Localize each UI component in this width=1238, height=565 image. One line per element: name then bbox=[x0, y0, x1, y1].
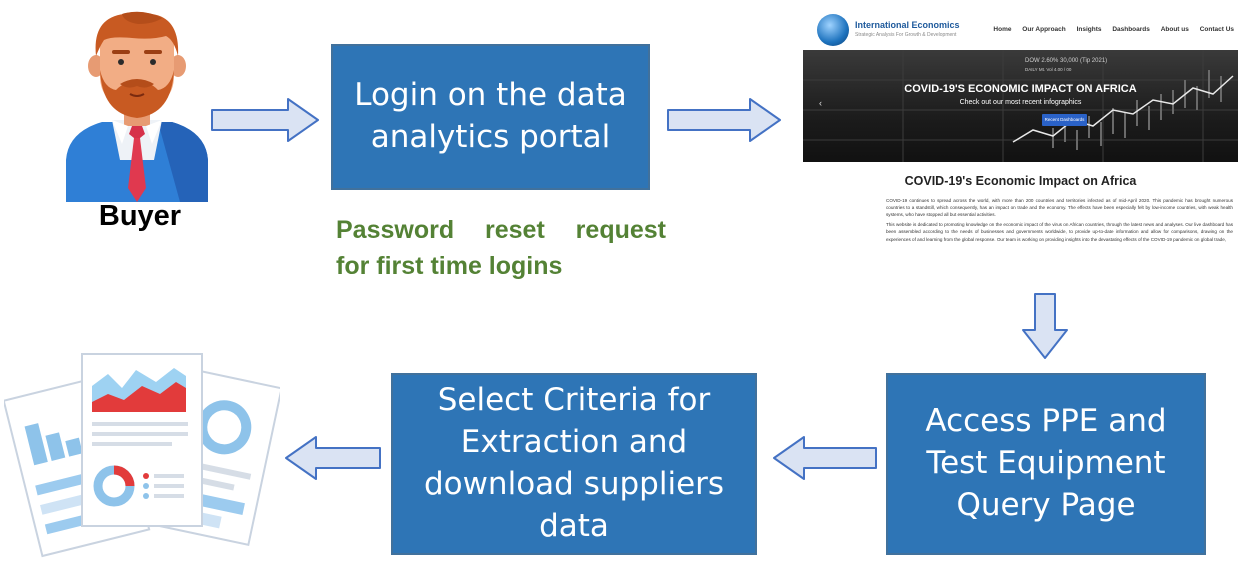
buyer-label: Buyer bbox=[98, 200, 182, 232]
access-step-text: Access PPE and Test Equipment Query Page bbox=[925, 403, 1167, 523]
arrow-right-1 bbox=[211, 98, 319, 142]
portal-heading: COVID-19's Economic Impact on Africa bbox=[904, 174, 1137, 188]
portal-screenshot: International Economics Strategic Analys… bbox=[803, 10, 1238, 310]
arrow-down bbox=[1022, 293, 1068, 359]
arrow-left-2 bbox=[285, 436, 381, 480]
portal-hero-banner: DOW 2.60% 30,000 (Tip 2021) DAILY Mt. Vo… bbox=[803, 50, 1238, 162]
select-criteria-box: Select Criteria for Extraction and downl… bbox=[391, 373, 757, 555]
portal-tagline: Strategic Analysis For Growth & Developm… bbox=[855, 32, 957, 38]
globe-logo-icon bbox=[817, 14, 849, 46]
menu-dashboards[interactable]: Dashboards bbox=[1112, 26, 1150, 33]
login-step-text: Login on the data analytics portal bbox=[354, 77, 627, 155]
hero-ticker-line-2: DAILY Mt. Vol 4.00 / 00 bbox=[1025, 67, 1072, 72]
buyer-avatar-icon bbox=[66, 11, 208, 202]
note-line-2: for first time logins bbox=[336, 252, 563, 281]
portal-paragraph-1: COVID-19 continues to spread across the … bbox=[886, 198, 1233, 218]
menu-insights[interactable]: Insights bbox=[1076, 26, 1102, 33]
menu-about-us[interactable]: About us bbox=[1160, 26, 1189, 33]
access-query-page-box: Access PPE and Test Equipment Query Page bbox=[886, 373, 1206, 555]
portal-menu: Home Our Approach Insights Dashboards Ab… bbox=[984, 26, 1234, 33]
select-step-text: Select Criteria for Extraction and downl… bbox=[423, 382, 725, 544]
hero-ticker-line-1: DOW 2.60% 30,000 (Tip 2021) bbox=[1025, 58, 1108, 64]
arrow-right-2 bbox=[667, 98, 781, 142]
reports-documents-icon bbox=[4, 353, 280, 558]
note-line-1: Password reset request bbox=[336, 216, 666, 244]
menu-home[interactable]: Home bbox=[993, 26, 1012, 33]
hero-subtitle: Check out our most recent infographics bbox=[959, 99, 1082, 106]
recent-dashboards-button[interactable]: Recent Dashboards bbox=[1042, 114, 1087, 126]
menu-contact-us[interactable]: Contact Us bbox=[1199, 26, 1234, 33]
portal-brand: International Economics bbox=[855, 20, 960, 30]
menu-our-approach[interactable]: Our Approach bbox=[1022, 26, 1066, 33]
login-step-box: Login on the data analytics portal bbox=[331, 44, 650, 190]
arrow-left-1 bbox=[773, 436, 877, 480]
carousel-prev-icon[interactable]: ‹ bbox=[819, 98, 822, 108]
portal-paragraph-2: This website is dedicated to promoting k… bbox=[886, 222, 1233, 242]
hero-title: COVID-19'S ECONOMIC IMPACT ON AFRICA bbox=[904, 83, 1137, 95]
portal-navbar: International Economics Strategic Analys… bbox=[803, 10, 1238, 50]
portal-body-text: COVID-19 continues to spread across the … bbox=[886, 197, 1233, 246]
stock-chart-background bbox=[803, 50, 1238, 162]
password-reset-note: Password reset request for first time lo… bbox=[336, 212, 666, 285]
